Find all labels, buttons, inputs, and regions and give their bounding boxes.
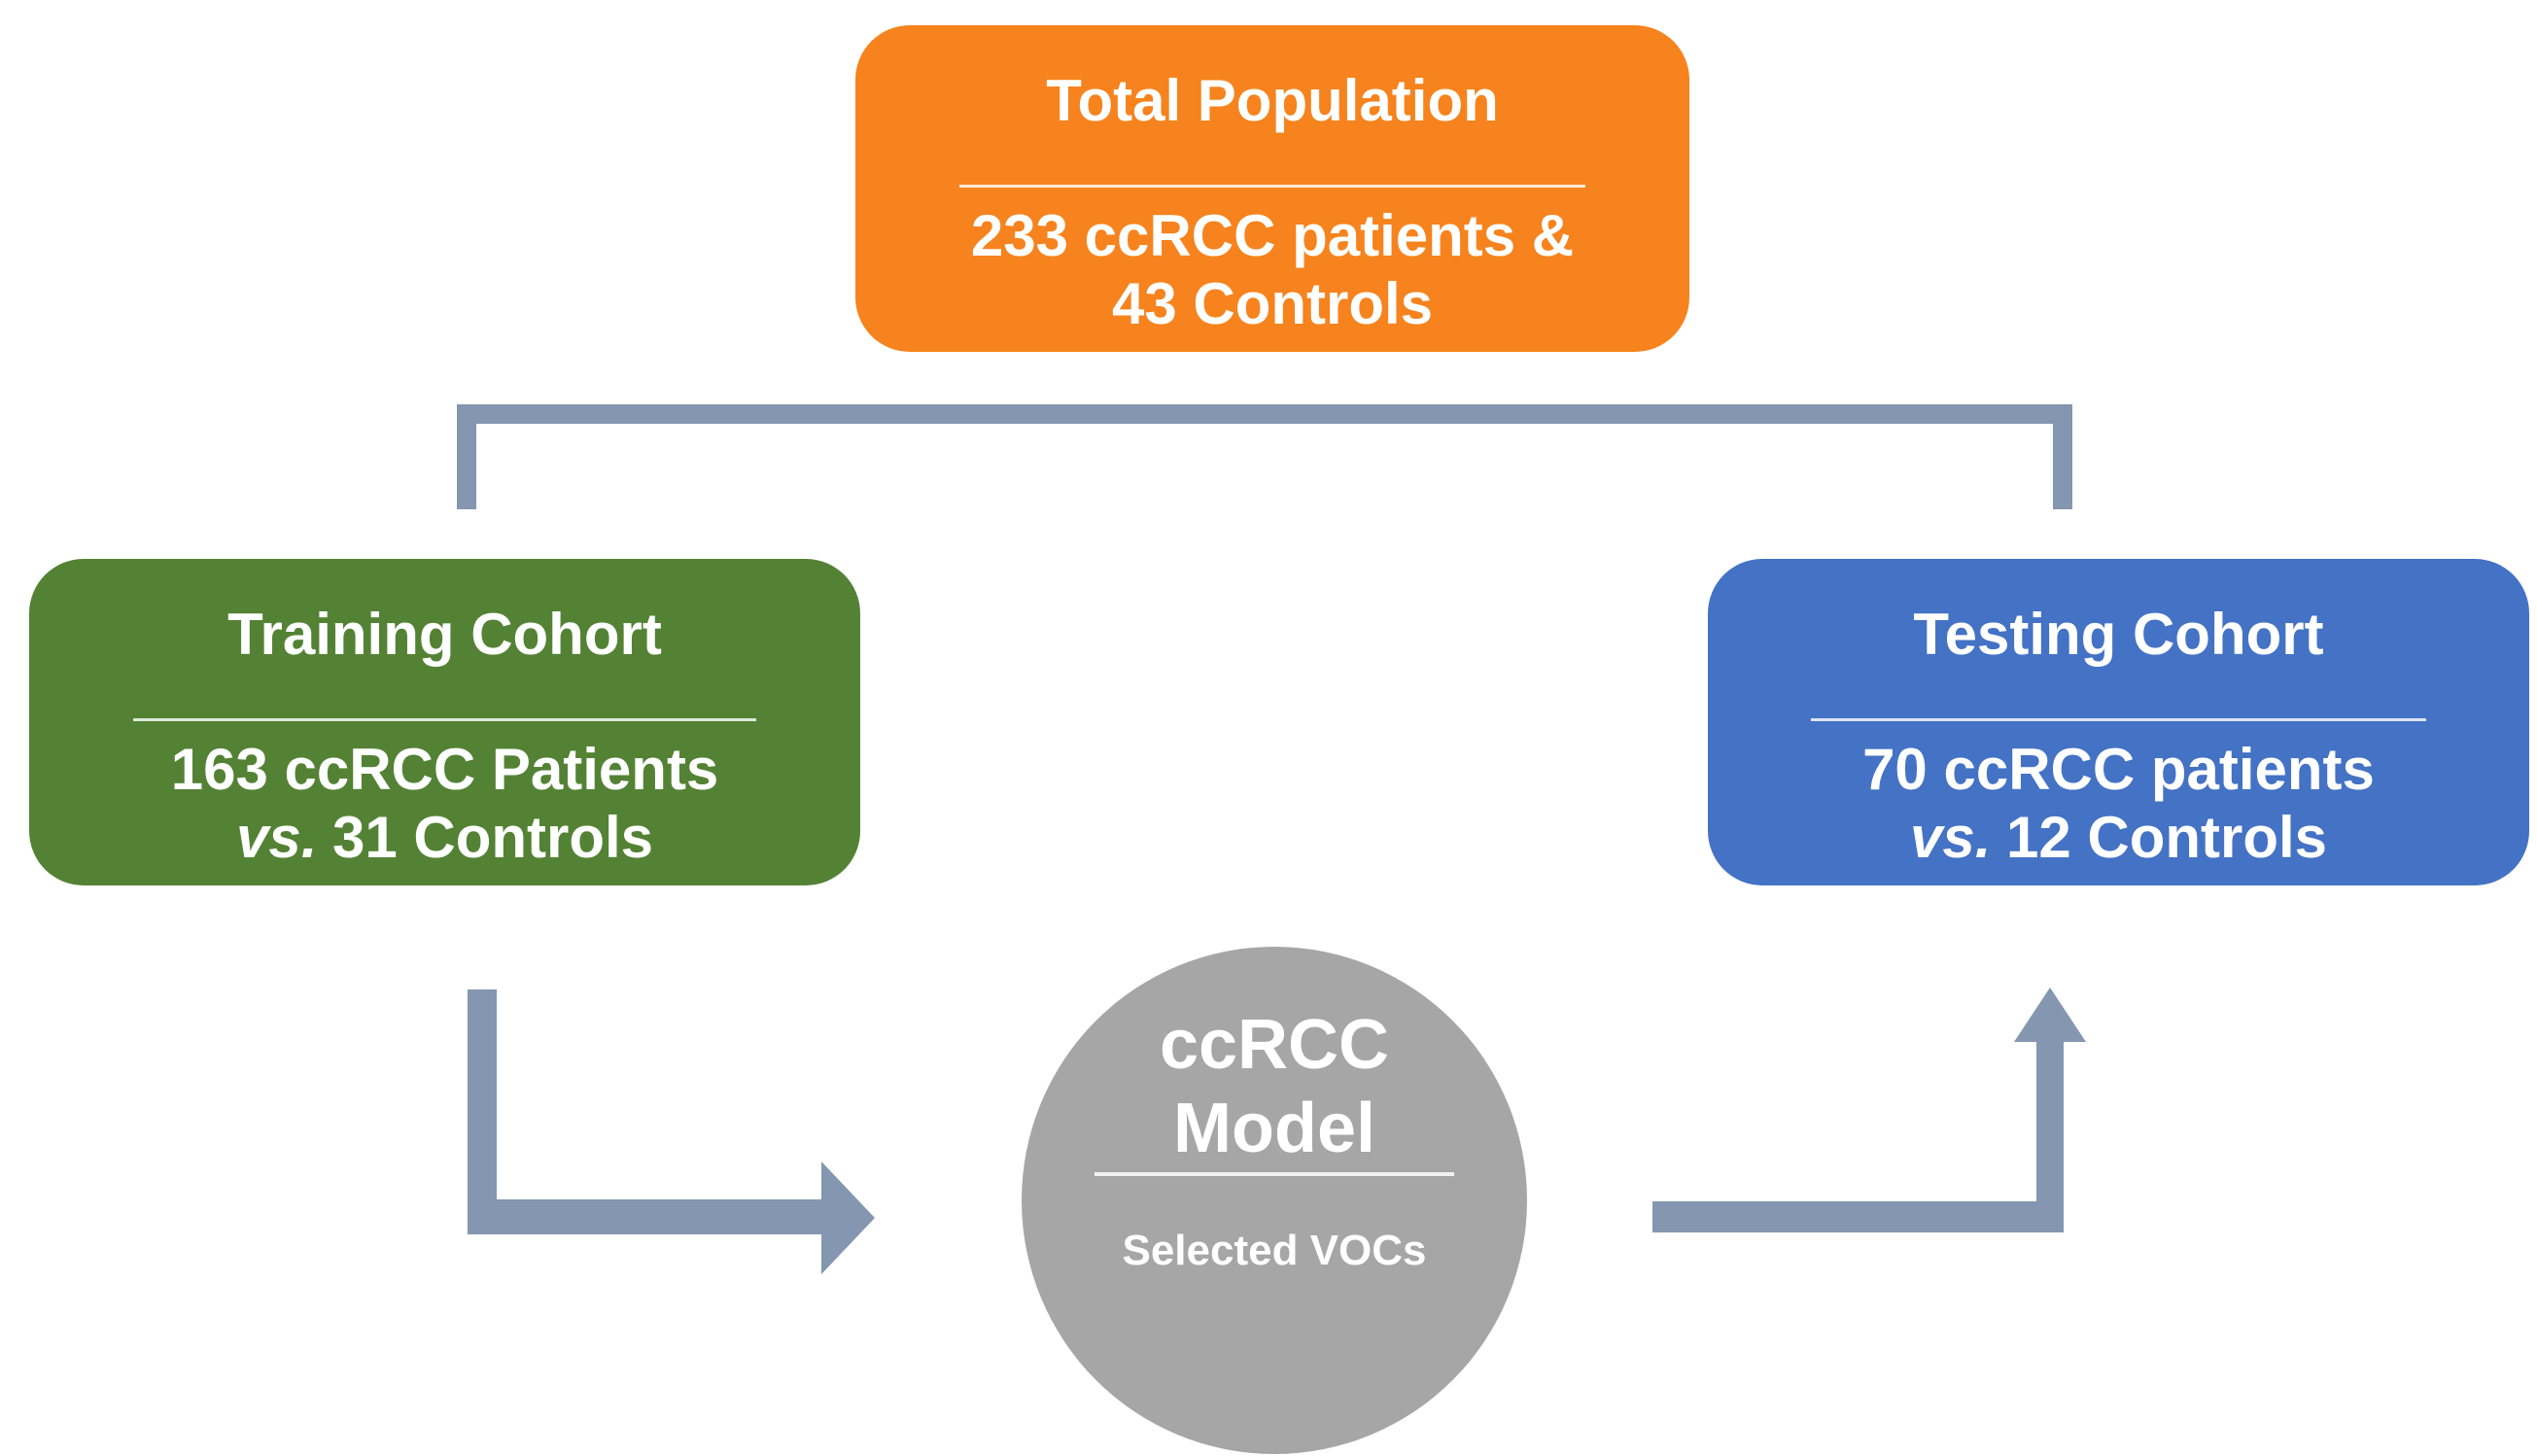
training-cohort-title: Training Cohort: [227, 602, 662, 667]
model-divider: [1095, 1172, 1454, 1176]
training-cohort-counts: 163 ccRCC Patients vs.31 Controls: [171, 736, 719, 872]
model-to-testing-arrow-horizontal: [1652, 1201, 2064, 1232]
model-title-line2: Model: [1173, 1090, 1375, 1167]
ccrcc-model-circle: ccRCC Model Selected VOCs: [1022, 947, 1527, 1454]
training-to-model-arrow-vertical: [468, 989, 497, 1232]
total-population-box: Total Population 233 ccRCC patients & 43…: [855, 25, 1689, 352]
total-population-count-line2: 43 Controls: [1111, 271, 1434, 336]
testing-cohort-count-line2: vs.12 Controls: [1862, 804, 2375, 872]
training-to-model-arrow-horizontal: [468, 1199, 821, 1234]
model-title-line1: ccRCC: [1159, 1006, 1390, 1084]
split-connector-right-leg: [2053, 404, 2072, 509]
training-cohort-box: Training Cohort 163 ccRCC Patients vs.31…: [29, 559, 860, 885]
testing-cohort-title: Testing Cohort: [1913, 602, 2324, 667]
training-cohort-count-line1: 163 ccRCC Patients: [170, 737, 719, 802]
testing-vs-label: vs.: [1909, 805, 1992, 870]
model-to-testing-arrow-vertical: [2036, 1040, 2064, 1232]
testing-cohort-counts: 70 ccRCC patients vs.12 Controls: [1862, 736, 2375, 872]
training-controls-count: 31 Controls: [331, 805, 654, 870]
split-connector-top-bar: [457, 404, 2072, 424]
training-to-model-arrowhead-icon: [821, 1161, 875, 1274]
testing-cohort-divider: [1810, 718, 2427, 721]
model-title: ccRCC Model: [1160, 1003, 1389, 1170]
testing-cohort-box: Testing Cohort 70 ccRCC patients vs.12 C…: [1708, 559, 2529, 885]
model-subtitle: Selected VOCs: [1122, 1227, 1427, 1274]
total-population-divider: [959, 185, 1585, 188]
model-to-testing-arrowhead-icon: [2014, 988, 2086, 1042]
training-cohort-divider: [132, 718, 757, 721]
split-connector-left-leg: [457, 404, 476, 509]
training-vs-label: vs.: [235, 805, 318, 870]
testing-cohort-count-line1: 70 ccRCC patients: [1862, 737, 2375, 802]
total-population-title: Total Population: [1046, 68, 1499, 133]
total-population-counts: 233 ccRCC patients & 43 Controls: [971, 202, 1574, 338]
training-cohort-count-line2: vs.31 Controls: [171, 804, 719, 872]
testing-controls-count: 12 Controls: [2005, 805, 2328, 870]
total-population-count-line1: 233 ccRCC patients &: [970, 203, 1575, 268]
